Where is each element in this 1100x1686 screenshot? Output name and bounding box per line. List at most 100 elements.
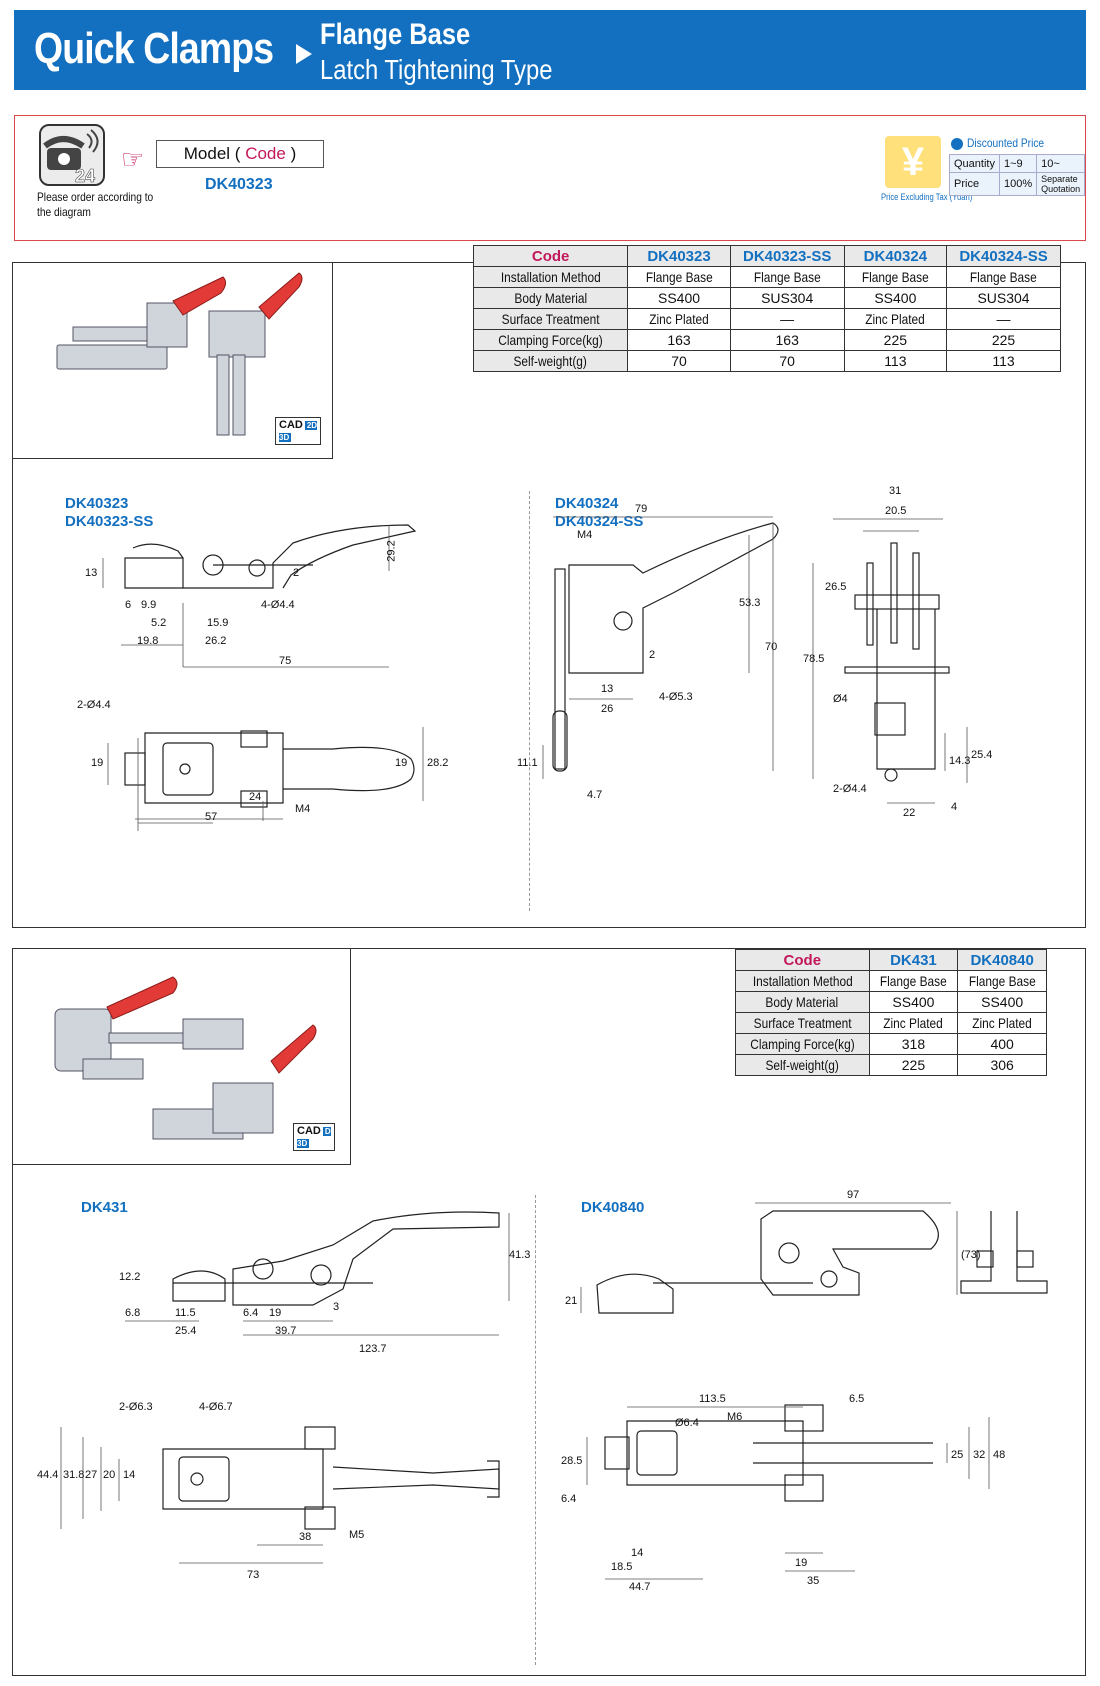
spec-cell: 113 [843, 350, 948, 372]
dim-label: M5 [349, 1529, 365, 1541]
dim-label: 2-Ø4.4 [833, 783, 867, 795]
price-table: Quantity 1~9 10~ Price 100% Separate Quo… [949, 154, 1086, 196]
dim-label: 78.5 [803, 653, 825, 665]
dim-label: 73 [247, 1569, 260, 1581]
dim-label: 113.5 [699, 1393, 726, 1405]
dim-label: 25 [951, 1449, 964, 1461]
dim-label: 29.2 [381, 540, 402, 561]
spec-cell: Flange Base [861, 269, 929, 285]
dim-label: 2-Ø4.4 [77, 699, 111, 711]
spec-cell: Flange Base [753, 269, 821, 285]
model-value: DK40323 [205, 176, 273, 193]
quantity-range: 1~9 [998, 154, 1038, 173]
svg-text:24: 24 [75, 166, 95, 186]
dim-label: 2 [293, 567, 300, 579]
drawing-model: DK40323 [65, 495, 129, 512]
spec-header: DK40323 [627, 245, 731, 267]
page-subtitle-secondary: Latch Tightening Type [320, 54, 553, 85]
page-subtitle-primary: Flange Base [320, 18, 471, 51]
dim-label: 14 [123, 1469, 136, 1481]
price-title: Discounted Price [967, 136, 1045, 150]
dim-label: 6 [125, 599, 132, 611]
dim-label: 2-Ø6.3 [119, 1401, 153, 1413]
phone-24h-icon: 24 [39, 124, 105, 186]
order-note: Please order according to the diagram [37, 190, 154, 219]
spec-cell: 163 [729, 329, 845, 351]
dim-label: 22 [903, 807, 916, 819]
dim-label: 25.4 [971, 749, 993, 761]
dim-label: 28.5 [561, 1455, 583, 1467]
dim-label: 31 [889, 485, 902, 497]
model-code-label: Code [245, 144, 286, 163]
cad-badge-text: CAD [279, 419, 303, 431]
spec-cell: — [946, 308, 1061, 330]
yen-icon: ¥ [885, 136, 941, 188]
drawing-divider [535, 1195, 536, 1665]
dim-label: 53.3 [739, 597, 761, 609]
dim-label: 4-Ø4.4 [261, 599, 295, 611]
spec-header: DK40323-SS [729, 245, 845, 267]
table-row: Body Material SS400 SUS304 SS400 SUS304 [472, 287, 1061, 309]
spec-cell: Flange Base [968, 973, 1036, 989]
dim-label: 57 [205, 811, 218, 823]
spec-row-label: Surface Treatment [753, 1015, 852, 1031]
dim-label: 6.4 [243, 1307, 259, 1319]
spec-row-label: Installation Method [752, 973, 853, 989]
spec-cell: 70 [627, 350, 731, 372]
quantity-range: 10~ [1036, 154, 1086, 173]
table-row: Surface Treatment Zinc Plated — Zinc Pla… [472, 308, 1061, 330]
order-info-box: 24 Please order according to the diagram… [14, 115, 1086, 241]
spec-row-label: Self-weight(g) [765, 1057, 839, 1073]
dim-label: 28.2 [427, 757, 449, 769]
page-title: Quick Clamps [34, 24, 274, 73]
dim-label: 20.5 [885, 505, 907, 517]
dim-label: 39.7 [275, 1325, 297, 1337]
dim-label: 18.5 [611, 1561, 633, 1573]
table-row: Self-weight(g) 225 306 [735, 1054, 1047, 1076]
table-row: Clamping Force(kg) 318 400 [735, 1033, 1047, 1055]
spec-cell: 318 [868, 1033, 959, 1055]
page-header: Quick Clamps Flange Base Latch Tightenin… [14, 10, 1086, 90]
table-row: Installation Method Flange Base Flange B… [472, 266, 1061, 288]
price-value: Separate Quotation [1036, 172, 1086, 196]
spec-table-1: Code DK40323 DK40323-SS DK40324 DK40324-… [472, 245, 1061, 372]
table-row: Self-weight(g) 70 70 113 113 [472, 350, 1061, 372]
price-value: 100% [998, 172, 1038, 196]
dim-label: 123.7 [359, 1343, 387, 1355]
dim-label: 44.7 [629, 1581, 651, 1593]
dim-label: 12.2 [119, 1271, 141, 1283]
dim-label: 19 [91, 757, 104, 769]
dim-label: 2 [649, 649, 656, 661]
spec-header: Code [472, 245, 629, 267]
dim-label: 4-Ø6.7 [199, 1401, 233, 1413]
dim-label: 14.3 [949, 755, 971, 767]
dim-label: 19 [795, 1557, 808, 1569]
dim-label: 21 [565, 1295, 578, 1307]
spec-cell: SS400 [957, 991, 1047, 1013]
spec-cell: 113 [946, 350, 1061, 372]
spec-cell: Zinc Plated [649, 311, 709, 327]
dim-label: 11.1 [517, 757, 538, 769]
spec-row-label: Surface Treatment [501, 311, 600, 327]
dim-label: 41.3 [509, 1249, 531, 1261]
spec-row-label: Self-weight(g) [513, 353, 588, 369]
dim-label: 25.4 [175, 1325, 197, 1337]
spec-header: DK40324-SS [946, 245, 1061, 267]
spec-header: Code [735, 949, 870, 971]
dim-label: 19 [395, 757, 408, 769]
dim-label: 24 [249, 791, 262, 803]
dim-label: (73) [961, 1249, 981, 1261]
dim-label: M4 [577, 529, 593, 541]
product-photo [56, 272, 303, 436]
dim-label: 26 [601, 703, 614, 715]
dim-label: Ø6.4 [675, 1417, 699, 1429]
dim-label: 32 [973, 1449, 986, 1461]
spec-cell: Zinc Plated [883, 1015, 944, 1031]
technical-drawing-2 [60, 1202, 1048, 1580]
spec-cell: Zinc Plated [865, 311, 926, 327]
table-row: Installation Method Flange Base Flange B… [735, 970, 1047, 992]
model-close: ) [290, 144, 297, 163]
